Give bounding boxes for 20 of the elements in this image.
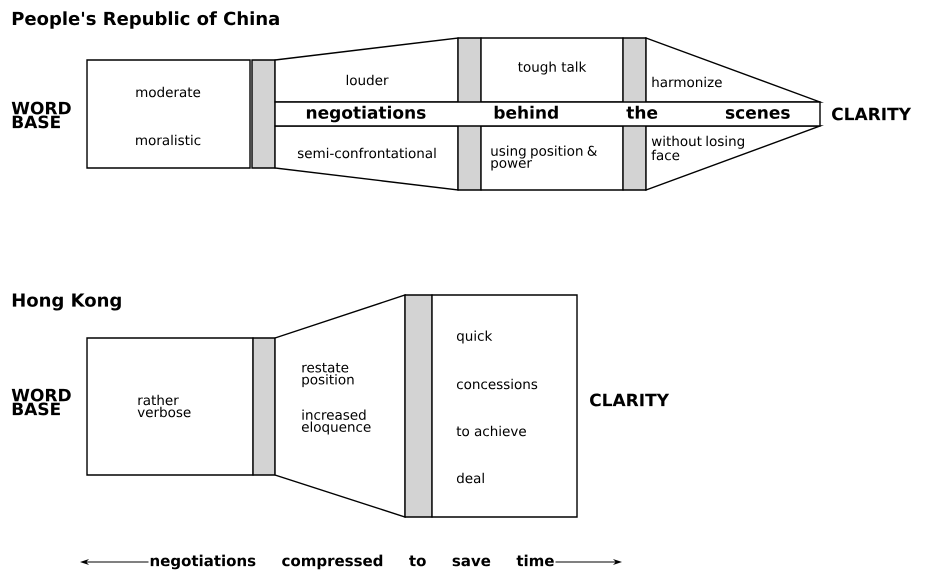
- side-label: WORD BASE: [12, 102, 71, 128]
- band: negotiations behind the scenes: [274, 101, 821, 127]
- divider-bar: [404, 294, 433, 518]
- funnel-section: restate position increased eloquence: [274, 294, 406, 518]
- divider-bar: [252, 337, 276, 476]
- stage-box: quick concessions to achieve deal: [431, 294, 578, 518]
- funnel-section: semi-confrontational: [274, 125, 459, 191]
- funnel-section: without losing face: [645, 125, 824, 191]
- stage-box: rather verbose: [86, 337, 254, 476]
- stage-box: using position & power: [480, 125, 624, 191]
- stage-box: tough talk: [480, 37, 624, 103]
- section-heading: People's Republic of China: [12, 11, 279, 29]
- funnel-section: harmonize: [645, 37, 824, 103]
- side-label: CLARITY: [832, 108, 912, 120]
- stage-box: moderate moralistic: [86, 59, 251, 169]
- funnel-section: louder: [274, 37, 459, 103]
- divider-bar: [251, 59, 276, 169]
- side-label: WORD BASE: [12, 388, 71, 416]
- section-heading: Hong Kong: [12, 293, 121, 310]
- arrow-label: negotiations compressed to save time: [148, 554, 556, 570]
